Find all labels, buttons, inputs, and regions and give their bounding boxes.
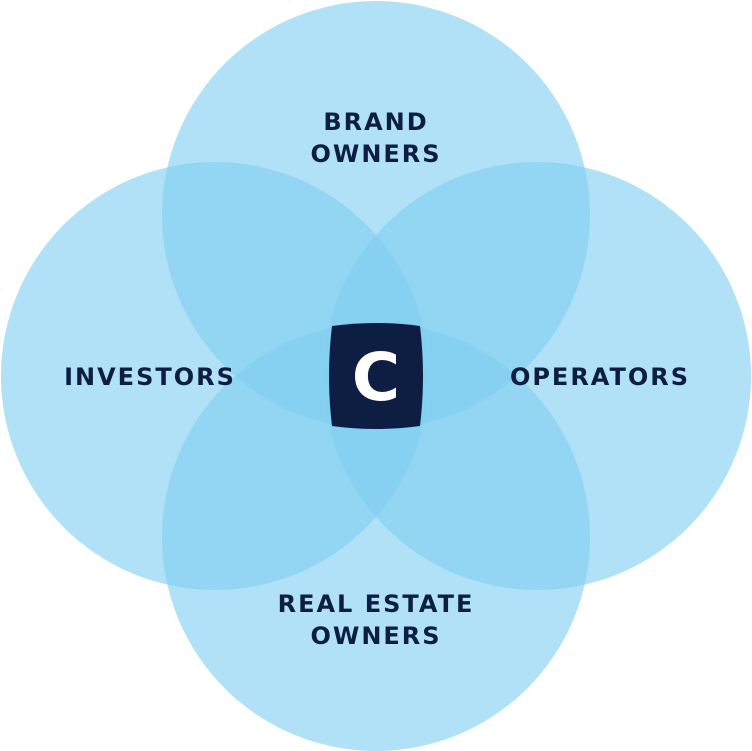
label-brand-owners-line2: OWNERS [310, 140, 442, 168]
label-investors-text: INVESTORS [64, 363, 236, 391]
label-real-estate-owners-line2: OWNERS [310, 622, 442, 650]
c-logo-icon: C [329, 323, 423, 429]
circle-real-estate-owners [162, 323, 590, 751]
label-real-estate-owners: REAL ESTATE OWNERS [226, 588, 526, 652]
logo-letter: C [352, 339, 400, 416]
label-operators-text: OPERATORS [509, 363, 691, 391]
label-real-estate-owners-line1: REAL ESTATE [277, 590, 475, 618]
label-investors: INVESTORS [40, 361, 260, 393]
label-operators: OPERATORS [490, 361, 710, 393]
logo-badge [329, 323, 423, 429]
label-brand-owners: BRAND OWNERS [226, 106, 526, 170]
label-brand-owners-line1: BRAND [323, 108, 429, 136]
